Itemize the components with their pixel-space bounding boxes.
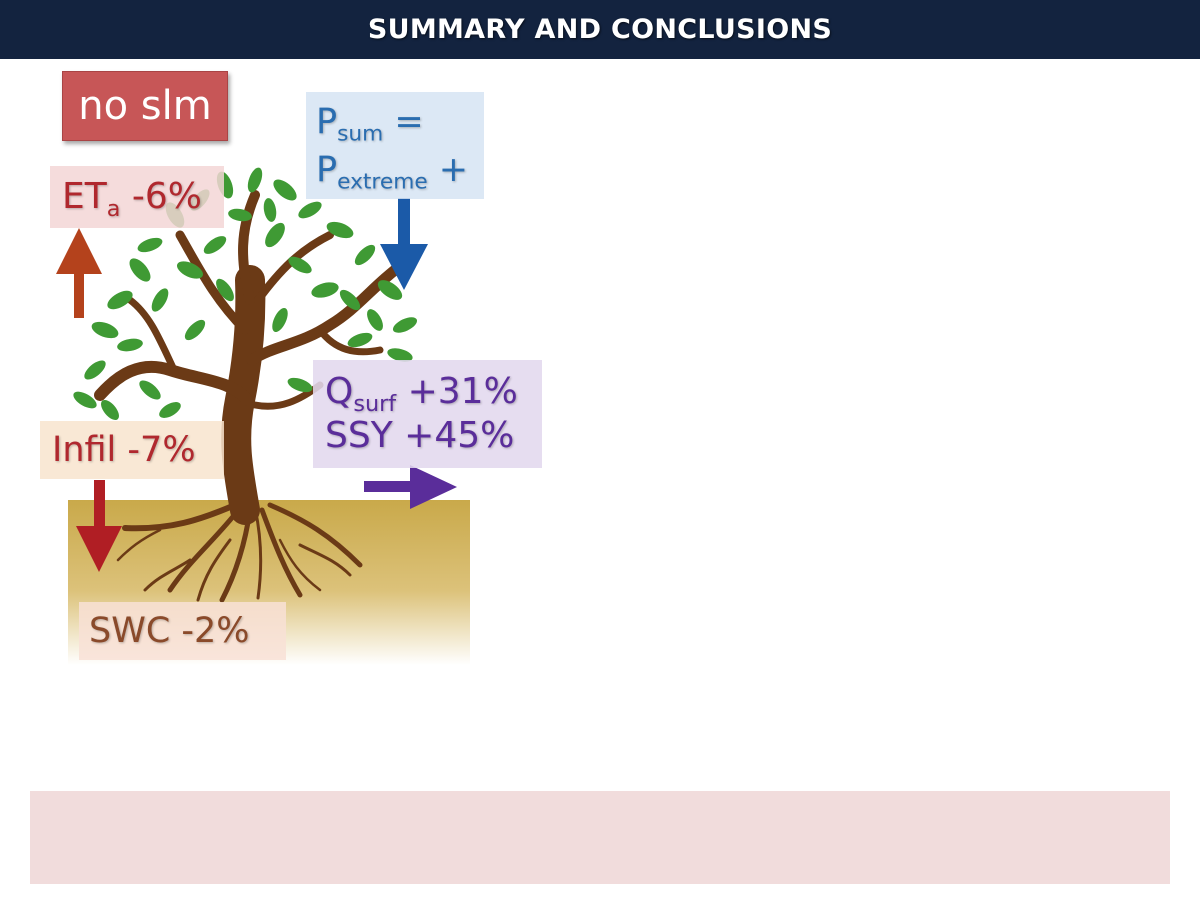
runoff-sediment-label: Qsurf +31% SSY +45% <box>313 360 542 468</box>
soil-water-label: SWC -2% <box>79 602 286 660</box>
runoff-line: Qsurf +31% <box>325 371 518 417</box>
runoff-arrow-icon <box>364 465 457 509</box>
infiltration-label: Infil -7% <box>40 421 224 479</box>
et-change: -6% <box>131 176 202 217</box>
et-arrow-icon <box>56 228 102 318</box>
precip-line-1: Psum = <box>316 102 424 147</box>
sediment-line: SSY +45% <box>325 415 515 456</box>
title-bar: SUMMARY AND CONCLUSIONS <box>0 0 1200 59</box>
precipitation-arrow-icon <box>380 198 428 290</box>
et-change-label: ETa -6% <box>50 166 224 228</box>
scenario-label: no slm <box>62 71 228 141</box>
precipitation-label: Psum = Pextreme + <box>306 92 484 199</box>
conclusion-panel <box>30 791 1170 884</box>
infiltration-arrow-icon <box>76 480 122 572</box>
et-symbol: ET <box>62 176 107 217</box>
et-subscript: a <box>106 195 121 222</box>
precip-line-2: Pextreme + <box>316 150 469 195</box>
page-title: SUMMARY AND CONCLUSIONS <box>367 14 833 45</box>
